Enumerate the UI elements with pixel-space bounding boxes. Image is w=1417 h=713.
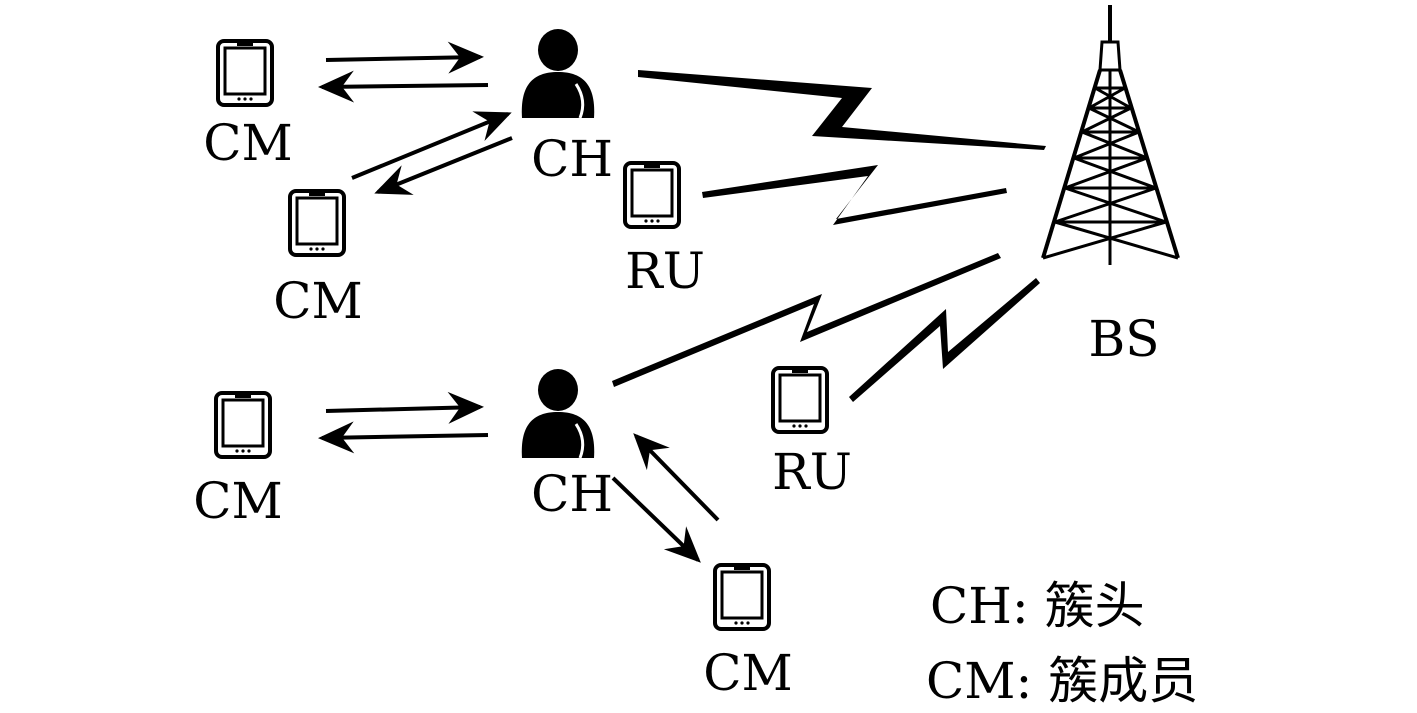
arrow-ch-to-cm-top [318,70,489,103]
arrow-cm-to-ch-top [325,41,484,74]
arrow-cm-to-ch-bottom [325,391,484,424]
label-cm-mid-left: CM [273,272,362,330]
node-labels: CM CM CH RU BS CM CH RU CM [193,114,1159,702]
wireless-link-ch-top-bs [638,70,1046,150]
ch-bottom-person-icon [520,367,596,460]
legend-cm: CM: 簇成员 [926,652,1198,710]
label-ch-top: CH [531,130,613,188]
ch-top-person-icon [520,27,596,120]
cm-top-left-tablet-icon [216,39,274,107]
link-arrows [318,41,720,563]
arrow-ch-to-cm-down [611,476,701,563]
arrow-cm-mid-to-ch [351,111,512,180]
wireless-link-ru-bottom-bs [849,278,1040,402]
label-ch-bottom: CH [531,465,613,523]
label-cm-top-left: CM [203,114,292,172]
legend: CH: 簇头 CM: 簇成员 [926,577,1198,710]
cm-bottom-tablet-icon [713,563,771,631]
ru-bottom-tablet-icon [771,366,829,434]
tower-icon [1041,5,1180,265]
legend-ch: CH: 簇头 [930,577,1145,635]
arrow-cm-down-to-ch [633,433,720,522]
cm-mid-left-tablet-icon [288,189,346,257]
label-ru-bottom: RU [772,443,852,501]
arrow-ch-to-cm-bottom [318,421,489,454]
ru-top-tablet-icon [623,161,681,229]
wireless-links [612,70,1046,402]
wireless-link-ru-top-bs [702,165,1007,225]
label-cm-bottom: CM [703,644,792,702]
label-ru-top: RU [625,242,705,300]
label-bs: BS [1089,310,1160,368]
cm-bottom-left-tablet-icon [214,391,272,459]
label-cm-bottom-left: CM [193,472,282,530]
arrow-ch-to-cm-mid [374,136,513,195]
